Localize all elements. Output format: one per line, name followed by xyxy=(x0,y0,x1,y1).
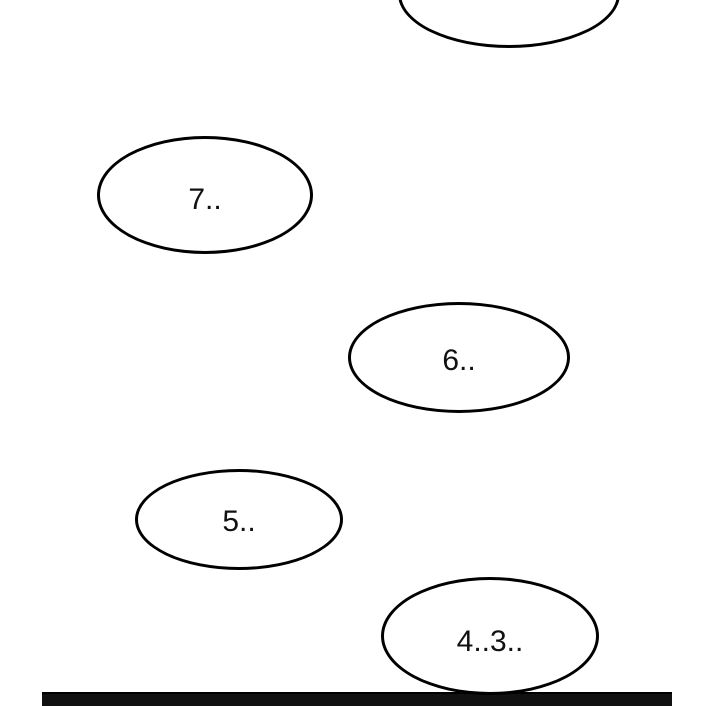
bubble-text: 7.. xyxy=(188,183,222,216)
speech-bubble-7: 7.. xyxy=(97,136,313,254)
speech-bubble-4-3: 4..3.. xyxy=(381,577,599,695)
bubble-text: 4..3.. xyxy=(456,625,524,658)
bubble-text: 6.. xyxy=(442,343,476,377)
speech-bubble-top xyxy=(398,0,620,48)
bubble-text: 5.. xyxy=(222,504,256,538)
comic-panel-edge xyxy=(42,692,672,706)
speech-bubble-6: 6.. xyxy=(348,302,570,413)
speech-bubble-5: 5.. xyxy=(135,469,343,570)
